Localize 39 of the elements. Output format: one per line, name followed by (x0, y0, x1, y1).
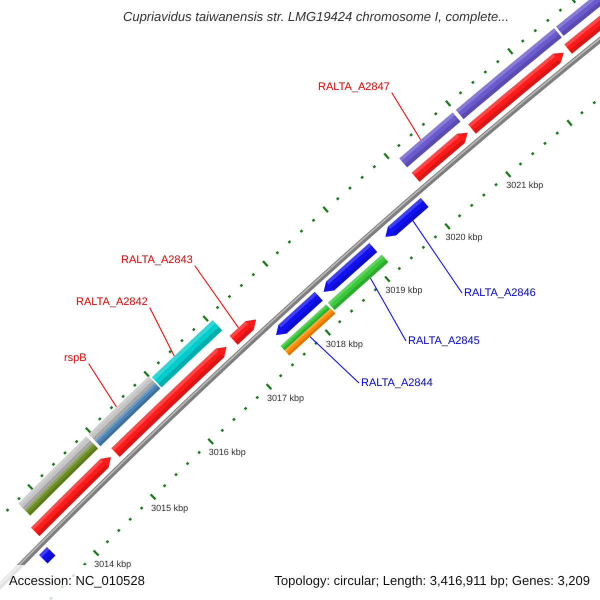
leader-line (370, 278, 406, 342)
scale-label: 3019 kbp (385, 285, 422, 296)
gene-feature (39, 547, 56, 564)
scale-label: 3021 kbp (506, 180, 544, 191)
scale-label: 3014 kbp (94, 559, 132, 570)
scale-label: 3017 kbp (266, 392, 304, 403)
leader-line (309, 336, 360, 384)
gene-feature (230, 320, 256, 345)
gene-label: RALTA_A2842 (76, 296, 148, 309)
leader-line (412, 220, 462, 294)
gene-feature (468, 52, 564, 134)
gene-feature (111, 346, 227, 457)
gene-label: RALTA_A2846 (464, 287, 536, 300)
gene-feature (18, 436, 98, 516)
gene-label: rspB (64, 352, 87, 365)
gene-label: RALTA_A2843 (121, 254, 193, 267)
scale-label: 3016 kbp (208, 447, 246, 458)
gene-label: RALTA_A2847 (318, 81, 390, 94)
scale-label: 3018 kbp (326, 338, 363, 349)
gene-feature (385, 198, 429, 237)
scale-label: 3020 kbp (446, 232, 483, 243)
leader-line (149, 307, 175, 357)
gene-feature (276, 292, 323, 336)
scale-label: 3015 kbp (151, 502, 188, 514)
gene-feature (88, 376, 160, 446)
leader-line (194, 265, 239, 328)
gene-feature (152, 320, 222, 388)
gene-label: RALTA_A2844 (361, 377, 433, 390)
map-title: Cupriavidus taiwanensis str. LMG19424 chromosome I, complete... (122, 10, 510, 25)
topology-text: Topology: circular; Length: 3,416,911 bp; Genes: 3,209 (274, 574, 590, 589)
gene-feature (399, 112, 460, 168)
gene-feature (456, 28, 562, 120)
gene-feature (556, 0, 600, 36)
gene-feature (30, 457, 111, 536)
gene-feature (324, 242, 378, 292)
leader-line (391, 92, 422, 140)
accession-text: Accession: NC_010528 (9, 574, 145, 589)
gene-feature (412, 132, 468, 182)
gene-label: RALTA_A2845 (408, 335, 480, 348)
